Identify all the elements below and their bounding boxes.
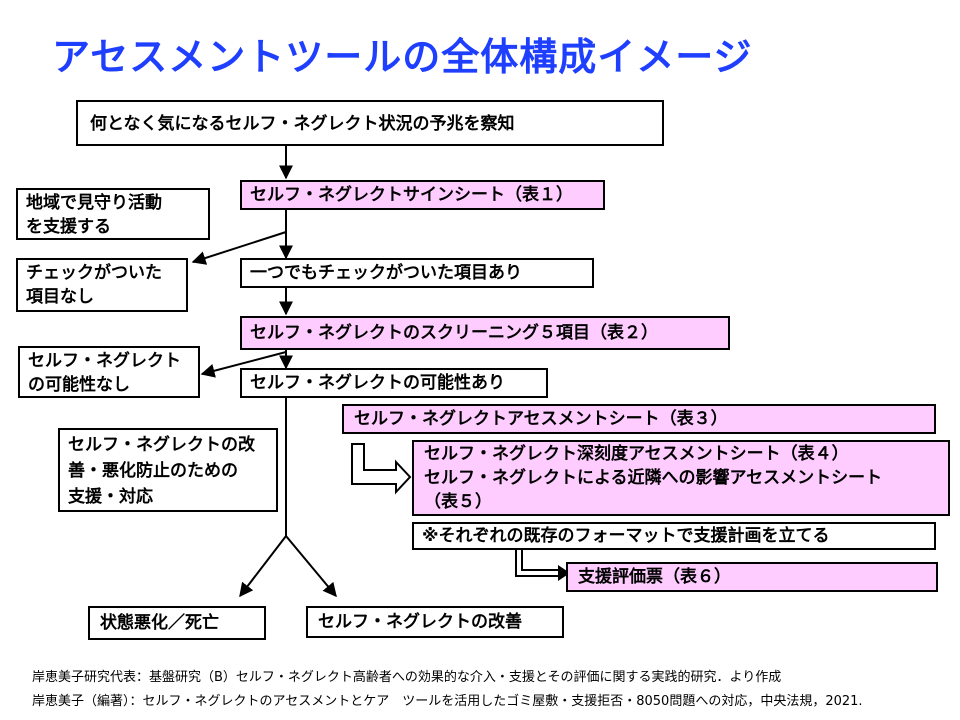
- prevent-support-box: セルフ・ネグレクトの改 善・悪化防止のための 支援・対応: [58, 428, 278, 512]
- evaluation-box: 支援評価票（表６）: [566, 562, 938, 592]
- no-possibility-box: セルフ・ネグレクト の可能性なし: [18, 346, 200, 398]
- sign-sheet-box: セルフ・ネグレクトサインシート（表１）: [240, 180, 605, 210]
- support-plan-box: ※それぞれの既存のフォーマットで支援計画を立てる: [412, 522, 936, 550]
- arrow-to-no-possibility: [200, 351, 287, 378]
- assessment-sheet-box: セルフ・ネグレクトアセスメントシート（表３）: [342, 404, 936, 434]
- arrow-to-no-check: [191, 231, 287, 265]
- double-arrow-to-evaluation: [515, 550, 560, 577]
- page-title: アセスメントツールの全体構成イメージ: [52, 35, 753, 79]
- worsened-box: 状態悪化／死亡: [88, 606, 266, 640]
- screening-box: セルフ・ネグレクトのスクリーニング５項目（表２）: [240, 316, 730, 350]
- severity-sheet-box: セルフ・ネグレクト深刻度アセスメントシート（表４） セルフ・ネグレクトによる近隣…: [412, 440, 950, 516]
- arrow-to-worsened: [239, 535, 287, 598]
- watch-support-box: 地域で見守り活動 を支援する: [16, 188, 210, 240]
- footer-citation-1: 岸恵美子研究代表：基盤研究（B）セルフ・ネグレクト高齢者への効果的な介入・支援と…: [32, 670, 782, 685]
- has-possibility-box: セルフ・ネグレクトの可能性あり: [240, 368, 548, 398]
- improved-box: セルフ・ネグレクトの改善: [306, 606, 564, 638]
- detect-box: 何となく気になるセルフ・ネグレクト状況の予兆を察知: [76, 100, 664, 146]
- hollow-arrow-to-severity: [351, 443, 412, 495]
- no-check-box: チェックがついた 項目なし: [16, 258, 188, 312]
- arrow-to-improved: [285, 535, 337, 598]
- footer-citation-2: 岸恵美子（編著）：セルフ・ネグレクトのアセスメントとケア ツールを活用したゴミ屋…: [32, 694, 863, 709]
- has-check-box: 一つでもチェックがついた項目あり: [240, 258, 594, 288]
